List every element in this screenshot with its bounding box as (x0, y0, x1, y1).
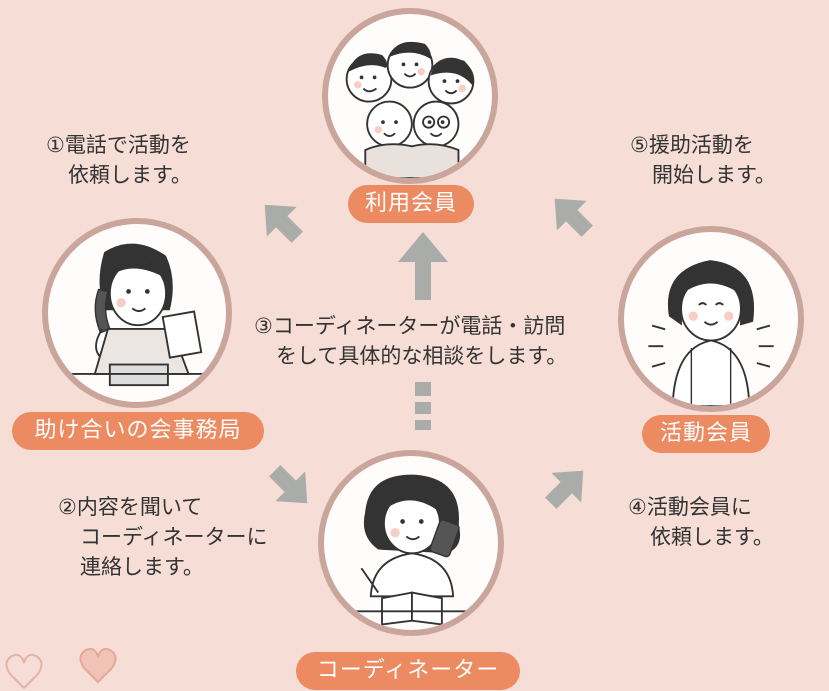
step-1-text: ①電話で活動を 依頼します。 (46, 130, 192, 190)
arrow-coordinator-to-activity-icon (545, 470, 584, 509)
step-3-text: ③コーディネーターが電話・訪問 をして具体的な相談をします。 (254, 311, 567, 371)
arrow-user-to-office-icon (264, 204, 303, 243)
member-user-illustration (322, 8, 498, 184)
step-2-text: ②内容を聞いて コーディネーターに 連絡します。 (58, 492, 268, 582)
step-3-line-2: をして具体的な相談をします。 (276, 344, 568, 368)
office-label: 助け合いの会事務局 (12, 412, 264, 450)
family-group-icon (345, 41, 475, 178)
step-2-line-1: ②内容を聞いて (58, 495, 203, 519)
step-1-line-2: 依頼します。 (68, 163, 192, 187)
member-activity-label: 活動会員 (642, 415, 770, 453)
arrow-office-to-coordinator-icon (269, 465, 308, 504)
arrow-coordinator-to-user-icon (398, 232, 448, 430)
arrow-activity-to-user-icon (554, 198, 593, 237)
woman-on-phone-icon (66, 243, 213, 387)
step-4-line-1: ④活動会員に (628, 495, 752, 519)
coordinator-label: コーディネーター (296, 652, 520, 690)
step-1-line-1: ①電話で活動を (46, 133, 191, 157)
step-5-text: ⑤援助活動を 開始します。 (630, 130, 776, 190)
step-4-line-2: 依頼します。 (650, 525, 774, 549)
woman-with-phone-and-book-icon (342, 474, 480, 626)
step-3-line-1: ③コーディネーターが電話・訪問 (254, 314, 566, 338)
step-5-line-1: ⑤援助活動を (630, 133, 754, 157)
coordinator-illustration (318, 450, 504, 636)
heart-decoration-icon (5, 647, 117, 690)
step-2-line-3: 連絡します。 (80, 555, 204, 579)
member-user-label: 利用会員 (348, 185, 474, 223)
member-activity-illustration (618, 226, 804, 412)
step-5-line-2: 開始します。 (652, 163, 776, 187)
smiling-woman-icon (648, 260, 774, 406)
step-4-text: ④活動会員に 依頼します。 (628, 492, 774, 552)
office-illustration (42, 218, 232, 408)
step-2-line-2: コーディネーターに (80, 525, 268, 549)
